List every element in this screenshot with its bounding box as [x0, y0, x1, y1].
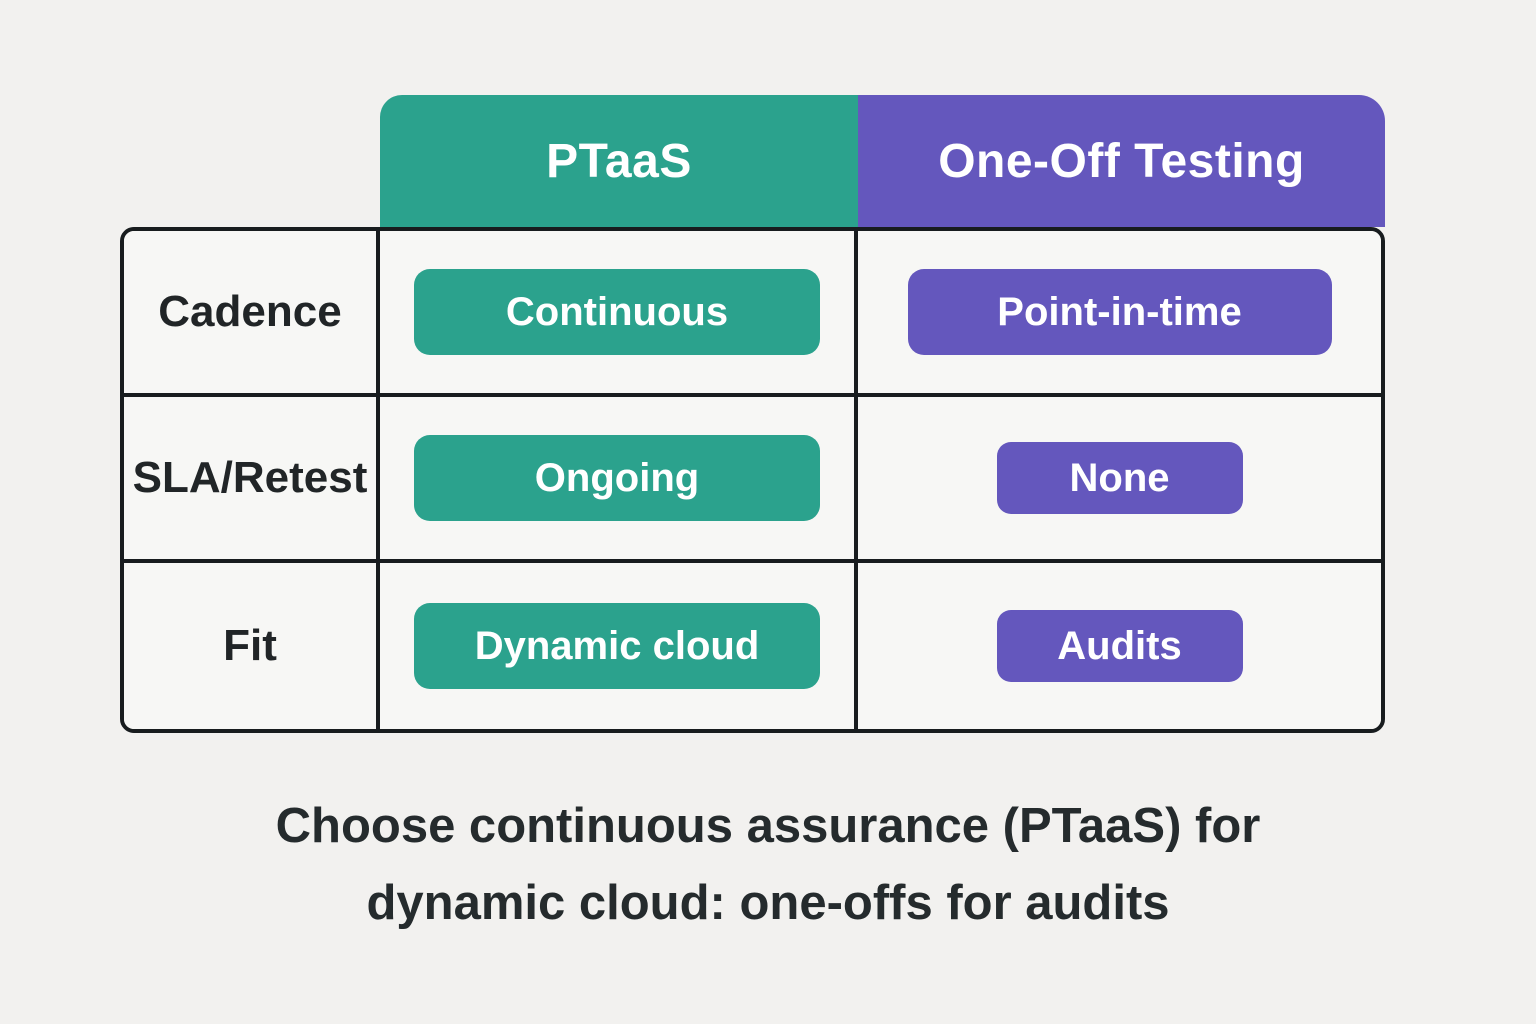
- row-header-cadence: Cadence: [158, 287, 342, 336]
- value-pill-continuous: Continuous: [414, 269, 820, 355]
- table-cell: Point-in-time: [858, 231, 1381, 397]
- column-header-row: PTaaS One-Off Testing: [120, 95, 1385, 227]
- caption-line-2: dynamic cloud: one-offs for audits: [366, 876, 1170, 930]
- table-cell: Continuous: [380, 231, 858, 397]
- row-header-sla-retest: SLA/Retest: [132, 453, 368, 502]
- value-pill-dynamic-cloud: Dynamic cloud: [414, 603, 820, 689]
- row-header-fit: Fit: [223, 621, 277, 670]
- header-spacer: [120, 95, 380, 227]
- value-pill-point-in-time: Point-in-time: [907, 269, 1332, 355]
- caption-line-1: Choose continuous assurance (PTaaS) for: [275, 799, 1261, 853]
- table-row-header-cell: Cadence: [124, 231, 380, 397]
- value-pill-none: None: [996, 442, 1243, 514]
- table-cell: None: [858, 397, 1381, 563]
- table-cell: Dynamic cloud: [380, 563, 858, 729]
- value-pill-ongoing: Ongoing: [414, 435, 820, 521]
- chart-caption: Choose continuous assurance (PTaaS) for …: [0, 788, 1536, 942]
- table-row-header-cell: Fit: [124, 563, 380, 729]
- comparison-table: Cadence Continuous Point-in-time SLA/Ret…: [120, 227, 1385, 733]
- table-cell: Audits: [858, 563, 1381, 729]
- table-row-header-cell: SLA/Retest: [124, 397, 380, 563]
- table-cell: Ongoing: [380, 397, 858, 563]
- value-pill-audits: Audits: [996, 610, 1243, 682]
- column-header-one-off-testing: One-Off Testing: [858, 95, 1385, 227]
- column-header-ptaas: PTaaS: [380, 95, 858, 227]
